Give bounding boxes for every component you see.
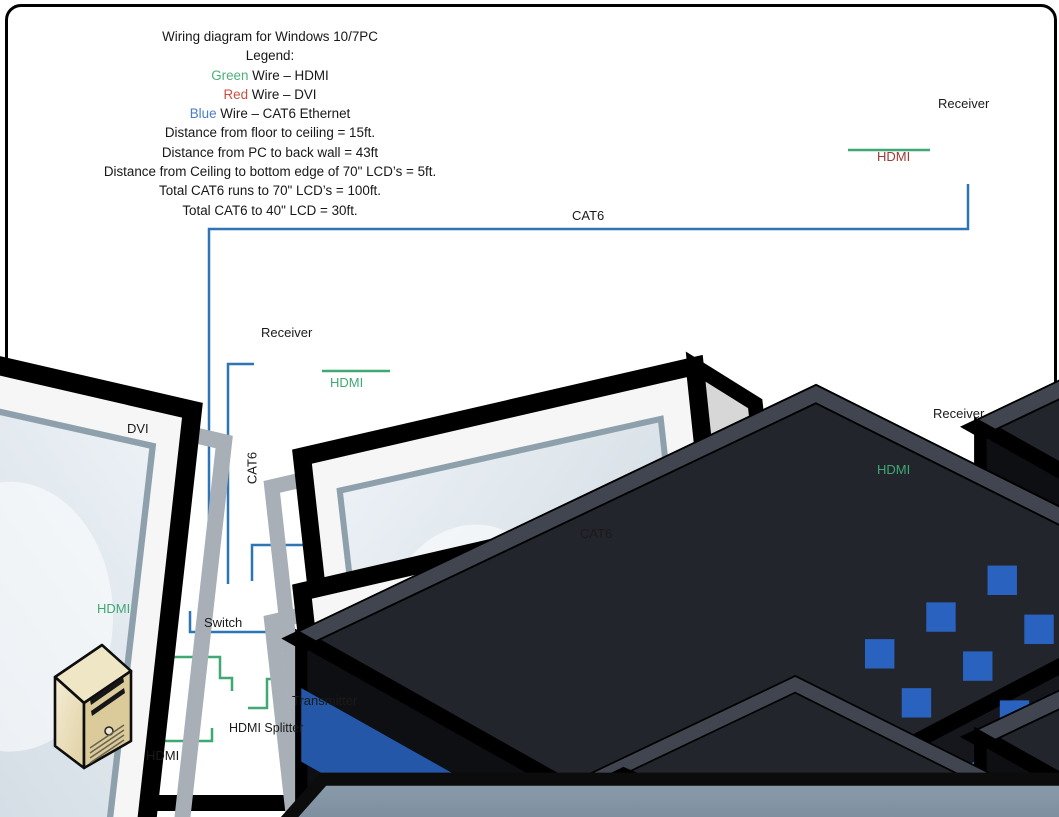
switch-box xyxy=(182,778,1059,817)
legend-wire-red: Red Wire – DVI xyxy=(30,85,510,104)
legend-block: Wiring diagram for Windows 10/7PC Legend… xyxy=(30,27,510,220)
legend-word-red: Red xyxy=(223,86,249,102)
hdmi-top-right-label: HDMI xyxy=(877,149,911,164)
pc-drive-bay xyxy=(91,688,125,716)
legend-title: Wiring diagram for Windows 10/7PC xyxy=(162,29,378,44)
legend-note: Total CAT6 to 40" LCD = 30ft. xyxy=(182,202,358,218)
legend-wire-blue: Blue Wire – CAT6 Ethernet xyxy=(30,104,510,123)
hdmi-middle-label: HDMI xyxy=(330,375,364,390)
receiver-bottom-right-label: Receiver xyxy=(933,406,985,421)
hdmi-monitor-left-label: HDMI xyxy=(97,601,131,616)
cat6-bottom-label: CAT6 xyxy=(580,526,613,541)
pc-tower xyxy=(53,643,133,770)
dvi-label: DVI xyxy=(127,421,149,436)
legend-rest-blue: Wire – CAT6 Ethernet xyxy=(216,106,351,122)
legend-note: Distance from Ceiling to bottom edge of … xyxy=(103,164,437,180)
cat6-vertical-label: CAT6 xyxy=(244,451,260,485)
hdmi-bottom-right-label: HDMI xyxy=(877,462,911,477)
receiver-middle-label: Receiver xyxy=(261,325,313,340)
switch-label: Switch xyxy=(204,615,243,630)
pc-vents xyxy=(89,724,125,764)
legend-rest-red: Wire – DVI xyxy=(248,86,317,102)
legend-rest-green: Wire – HDMI xyxy=(248,67,329,83)
transmitter-label: Transmitter xyxy=(292,693,358,708)
wire-cat6-middle-receiver xyxy=(226,362,254,584)
legend-heading: Legend: xyxy=(245,48,295,64)
legend-word-green: Green xyxy=(211,67,249,83)
legend-note: Distance from PC to back wall = 43ft xyxy=(161,144,379,160)
receiver-top-right-label: Receiver xyxy=(938,96,990,111)
legend-wire-green: Green Wire – HDMI xyxy=(30,66,510,85)
legend-note: Distance from floor to ceiling = 15ft. xyxy=(164,125,376,141)
wire-cat6-top-run xyxy=(207,184,970,584)
pc-drive-bay xyxy=(90,677,124,705)
legend-note: Total CAT6 runs to 70" LCD’s = 100ft. xyxy=(159,183,381,199)
hdmi-pc-label: HDMI xyxy=(146,748,180,763)
cat6-top-label: CAT6 xyxy=(572,208,605,223)
legend-word-blue: Blue xyxy=(189,106,217,122)
hdmi-splitter-label: HDMI Splitter xyxy=(229,721,304,735)
